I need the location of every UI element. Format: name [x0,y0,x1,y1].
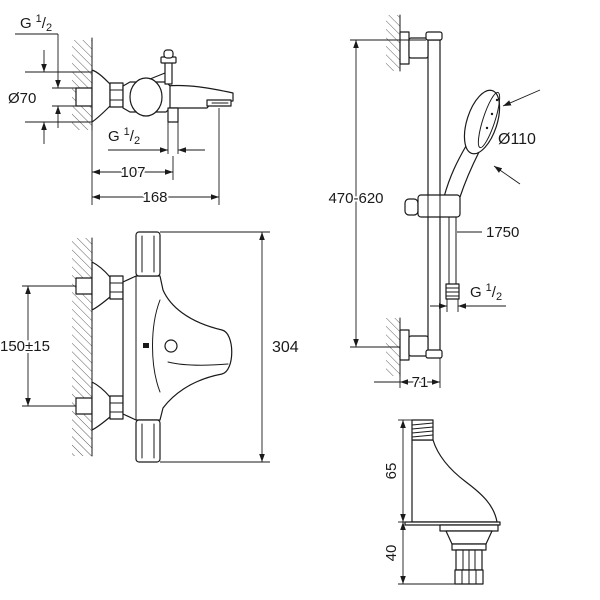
thread-fraction-denominator: 2 [134,135,140,147]
upper-bracket-plate [399,31,410,65]
shower-outlet-stub [167,107,179,123]
front-view: 150±15 304 [0,231,301,463]
upper-height-label: 65 [383,463,400,480]
upper-union-nut [109,275,124,300]
lower-height-label: 40 [383,545,400,562]
wall-flange [91,69,111,123]
head-diameter-label: Ø110 [498,131,536,148]
thread-fraction-denominator: 2 [46,22,52,34]
plug-ring [451,543,487,551]
rail-top-cap [425,31,443,41]
thermostat-knob [129,77,163,117]
overall-projection-label: 168 [142,189,167,206]
inlet-nipple [75,87,93,107]
thread-fraction-numerator: 1 [36,13,42,25]
connection-elbow-view: 65 40 [381,419,501,585]
wall-hatch [72,40,92,130]
indicator-mark [143,343,149,348]
lower-bracket-arm [408,335,429,357]
thread-fraction-denominator: 2 [496,291,502,303]
upper-bracket-arm [408,37,429,59]
thread-fraction-slash: / [130,128,135,145]
thread-fraction-numerator: 1 [486,282,492,294]
union-nut [109,82,124,108]
plug-washer [439,524,499,532]
lower-bracket-plate [399,329,410,361]
thread-fraction-slash: / [492,284,497,301]
inlet-centres-label: 150±15 [0,338,50,355]
head-diameter-arrow-top [502,89,541,107]
spout-lower-lip [167,361,229,366]
safety-button [164,339,178,353]
body-contour [152,299,161,393]
temperature-handle [135,231,161,277]
handshower-spray-face [477,91,501,149]
thread-letter: G [470,284,482,301]
rail-length-label: 470-620 [328,190,383,207]
upper-inlet-nipple [75,277,93,295]
spray-nozzle [485,126,489,130]
thread-line [411,422,434,426]
diverter-lever [149,72,166,80]
lower-wall-flange [91,381,111,431]
thread-line [411,426,434,430]
diverter-stem [164,61,173,85]
wall-projection-label: 71 [412,374,429,391]
thread-fraction-slash: / [42,15,47,32]
elbow-body [411,439,498,523]
thread-fraction-numerator: 1 [124,126,130,138]
diverter-knob [163,49,174,59]
mixer-body-front [122,275,233,421]
head-diameter-arrow-bottom [493,165,521,185]
thread-line [411,434,434,438]
spray-nozzle [490,112,494,116]
wall-hatch [72,238,92,456]
slider-body [417,194,461,218]
lower-inlet-nipple [75,397,93,415]
plug-cone [445,530,493,545]
slider-knob [404,198,419,216]
hose-length-label: 1750 [486,224,519,241]
flow-handle [135,419,161,463]
wall-hatch [386,15,400,71]
upper-wall-flange [91,261,111,311]
wall-to-outlet-label: 107 [120,164,145,181]
flange-diameter-label: Ø70 [8,90,36,107]
lower-union-nut [109,395,124,420]
thread-letter: G [20,15,32,32]
thread-letter: G [108,128,120,145]
rail-bottom-cap [425,349,443,359]
spray-nozzle [495,98,499,102]
thread-line [411,430,434,434]
overall-height-label: 304 [272,339,299,356]
